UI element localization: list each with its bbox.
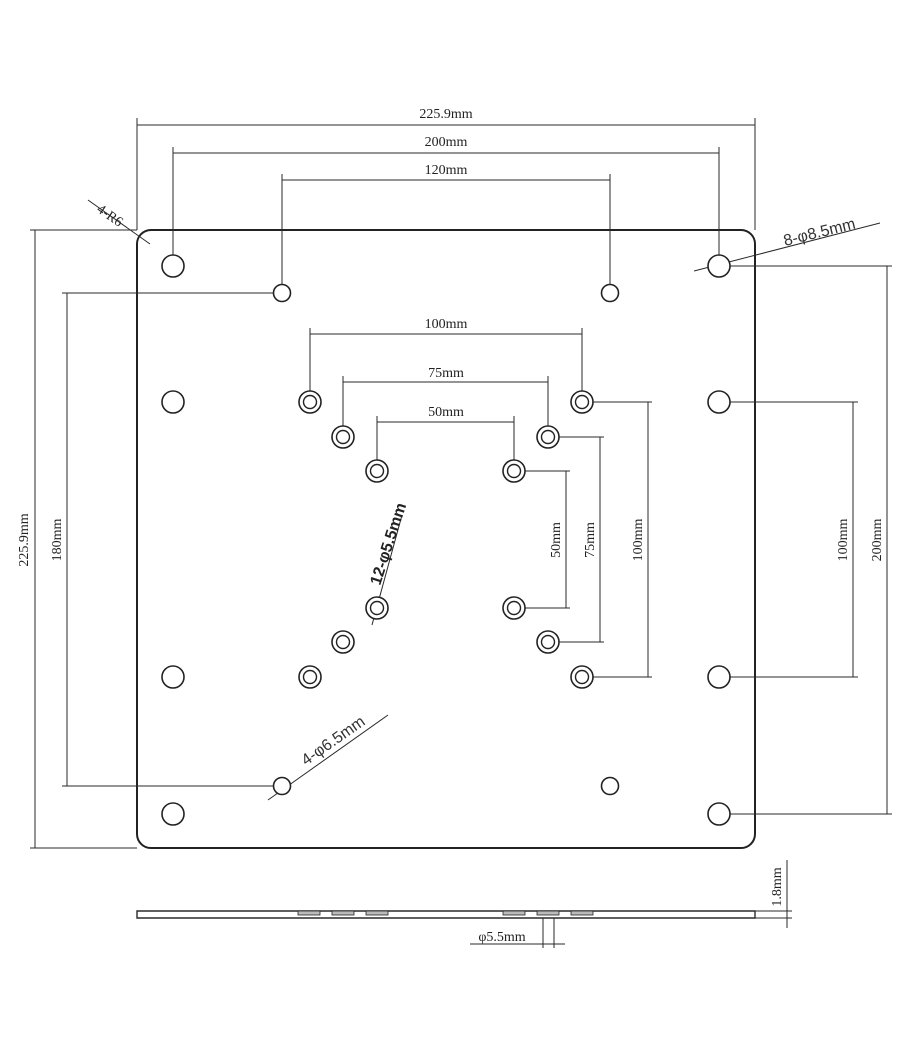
dim-side-diameter [470, 918, 565, 948]
hole-8-5 [707, 254, 731, 278]
hole-6-5 [600, 776, 620, 796]
dim-100-height-right [719, 401, 858, 678]
dim-200-height-right [719, 265, 892, 815]
plate-outline [136, 229, 756, 849]
dim-120-width [281, 174, 611, 293]
hole-5-5 [365, 596, 389, 620]
label-75-width: 75mm [428, 366, 464, 381]
dim-180-height [62, 292, 282, 787]
hole-5-5 [570, 665, 594, 689]
hole-5-5 [331, 630, 355, 654]
holes-5-5mm [298, 390, 594, 689]
label-thickness: 1.8mm [770, 867, 785, 906]
label-120-width: 120mm [425, 163, 468, 178]
hole-6-5 [272, 283, 292, 303]
label-100-height-inner: 100mm [631, 519, 646, 562]
side-profile-view [136, 910, 756, 919]
label-50-height: 50mm [549, 522, 564, 558]
label-100-height-right: 100mm [836, 519, 851, 562]
label-overall-width: 225.9mm [419, 107, 472, 122]
label-side-diameter: φ5.5mm [478, 930, 525, 945]
dim-200-width [172, 147, 720, 266]
dim-thickness [755, 860, 792, 928]
hole-6-5 [272, 776, 292, 796]
hole-8-5 [161, 254, 185, 278]
label-200-width: 200mm [425, 135, 468, 150]
hole-8-5 [161, 802, 185, 826]
hole-8-5 [707, 665, 731, 689]
dim-overall-width [136, 118, 756, 230]
hole-5-5 [570, 390, 594, 414]
holes-8-5mm [161, 254, 731, 826]
label-holes-8-5: 8-φ8.5mm [782, 216, 857, 250]
hole-5-5 [365, 459, 389, 483]
hole-5-5 [536, 630, 560, 654]
dim-overall-height [30, 229, 137, 849]
label-75-height: 75mm [583, 522, 598, 558]
hole-5-5 [502, 596, 526, 620]
label-100-width: 100mm [425, 317, 468, 332]
hole-8-5 [161, 390, 185, 414]
label-corner-radius: 4-R6 [94, 202, 126, 230]
hole-5-5 [298, 390, 322, 414]
holes-6-5mm [272, 283, 620, 796]
hole-8-5 [707, 802, 731, 826]
dim-100-width [309, 328, 583, 402]
label-200-height-right: 200mm [870, 519, 885, 562]
hole-8-5 [707, 390, 731, 414]
hole-5-5 [298, 665, 322, 689]
label-180-height: 180mm [50, 519, 65, 562]
hole-5-5 [502, 459, 526, 483]
label-overall-height: 225.9mm [17, 513, 32, 566]
hole-5-5 [536, 425, 560, 449]
hole-8-5 [161, 665, 185, 689]
leader-corner-radius [87, 199, 151, 245]
hole-5-5 [331, 425, 355, 449]
label-50-width: 50mm [428, 405, 464, 420]
hole-6-5 [600, 283, 620, 303]
